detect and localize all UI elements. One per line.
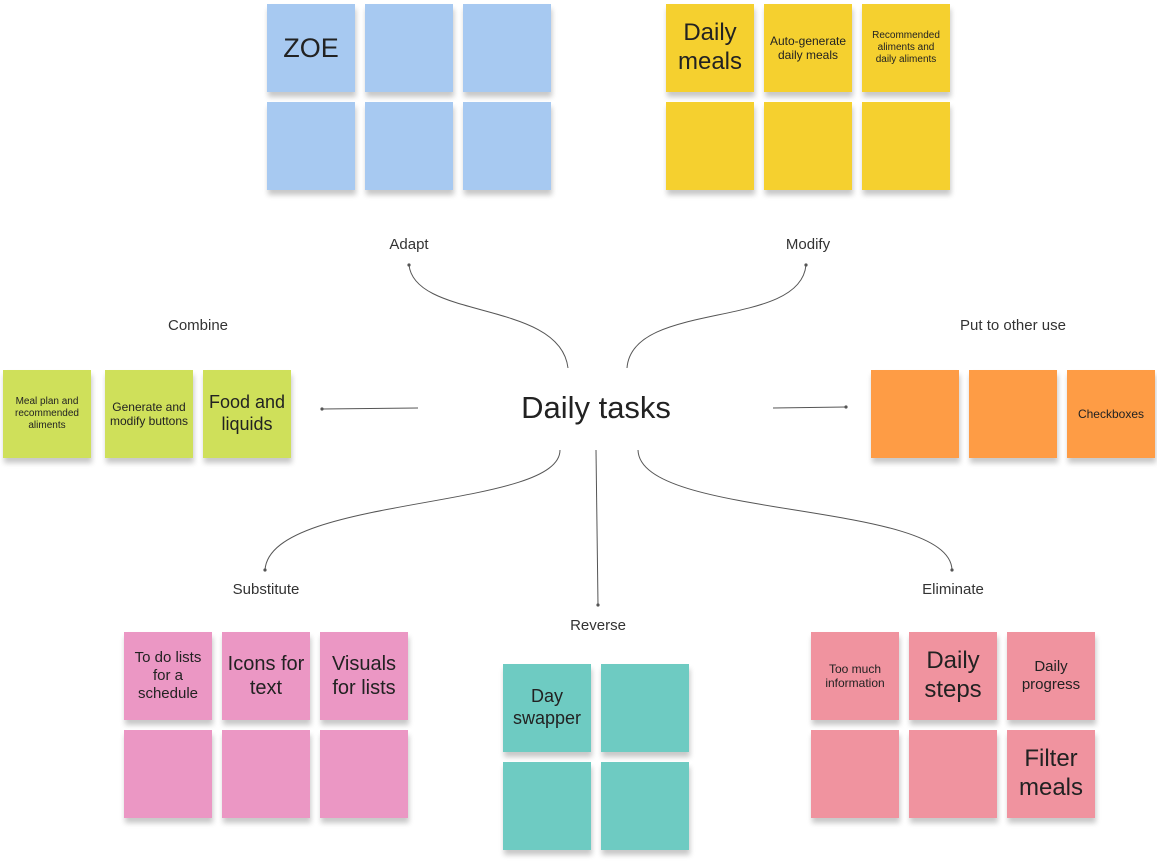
sticky-note-put-to-other-use-1[interactable]	[871, 370, 959, 458]
connector-adapt	[408, 264, 569, 369]
sticky-note-modify-5[interactable]	[764, 102, 852, 190]
sticky-note-modify-6[interactable]	[862, 102, 950, 190]
sticky-note-eliminate-5[interactable]	[909, 730, 997, 818]
arrow-tip-put-to-other-use	[844, 405, 848, 409]
sticky-note-modify-1[interactable]: Daily meals	[666, 4, 754, 92]
label-eliminate[interactable]: Eliminate	[922, 581, 984, 598]
sticky-note-substitute-5[interactable]	[222, 730, 310, 818]
arrow-tip-reverse	[596, 603, 600, 607]
sticky-note-combine-3[interactable]: Food and liquids	[203, 370, 291, 458]
connector-substitute	[264, 449, 561, 571]
sticky-note-combine-1[interactable]: Meal plan and recommended aliments	[3, 370, 91, 458]
label-adapt[interactable]: Adapt	[389, 236, 429, 253]
sticky-note-adapt-2[interactable]	[365, 4, 453, 92]
label-reverse[interactable]: Reverse	[570, 617, 626, 634]
label-put-to-other-use[interactable]: Put to other use	[960, 317, 1066, 334]
sticky-note-combine-2[interactable]: Generate and modify buttons	[105, 370, 193, 458]
center-topic[interactable]: Daily tasks	[521, 390, 671, 425]
sticky-note-reverse-2[interactable]	[601, 664, 689, 752]
sticky-note-reverse-3[interactable]	[503, 762, 591, 850]
sticky-note-modify-3[interactable]: Recommended aliments and daily aliments	[862, 4, 950, 92]
sticky-note-reverse-1[interactable]: Day swapper	[503, 664, 591, 752]
arrow-tip-combine	[320, 407, 324, 411]
sticky-note-adapt-1[interactable]: ZOE	[267, 4, 355, 92]
sticky-note-eliminate-6[interactable]: Filter meals	[1007, 730, 1095, 818]
sticky-note-adapt-5[interactable]	[365, 102, 453, 190]
label-modify[interactable]: Modify	[785, 236, 831, 253]
sticky-note-substitute-4[interactable]	[124, 730, 212, 818]
sticky-note-adapt-3[interactable]	[463, 4, 551, 92]
arrow-tip-modify	[804, 263, 808, 267]
label-combine[interactable]: Combine	[167, 317, 229, 334]
connector-put-to-other-use	[772, 406, 847, 409]
sticky-note-reverse-4[interactable]	[601, 762, 689, 850]
sticky-note-adapt-4[interactable]	[267, 102, 355, 190]
sticky-note-modify-2[interactable]: Auto-generate daily meals	[764, 4, 852, 92]
sticky-note-eliminate-1[interactable]: Too much information	[811, 632, 899, 720]
sticky-note-modify-4[interactable]	[666, 102, 754, 190]
arrow-tip-substitute	[263, 568, 267, 572]
sticky-note-substitute-3[interactable]: Visuals for lists	[320, 632, 408, 720]
connector-eliminate	[637, 449, 953, 571]
connector-combine	[321, 407, 419, 410]
connector-reverse	[595, 449, 599, 606]
arrow-tip-eliminate	[950, 568, 954, 572]
connector-modify	[626, 264, 807, 369]
sticky-note-eliminate-2[interactable]: Daily steps	[909, 632, 997, 720]
sticky-note-put-to-other-use-2[interactable]	[969, 370, 1057, 458]
sticky-note-adapt-6[interactable]	[463, 102, 551, 190]
sticky-note-put-to-other-use-3[interactable]: Checkboxes	[1067, 370, 1155, 458]
sticky-note-substitute-2[interactable]: Icons for text	[222, 632, 310, 720]
sticky-note-substitute-1[interactable]: To do lists for a schedule	[124, 632, 212, 720]
label-substitute[interactable]: Substitute	[232, 581, 300, 598]
sticky-note-substitute-6[interactable]	[320, 730, 408, 818]
sticky-note-eliminate-4[interactable]	[811, 730, 899, 818]
arrow-tip-adapt	[407, 263, 411, 267]
sticky-note-eliminate-3[interactable]: Daily progress	[1007, 632, 1095, 720]
